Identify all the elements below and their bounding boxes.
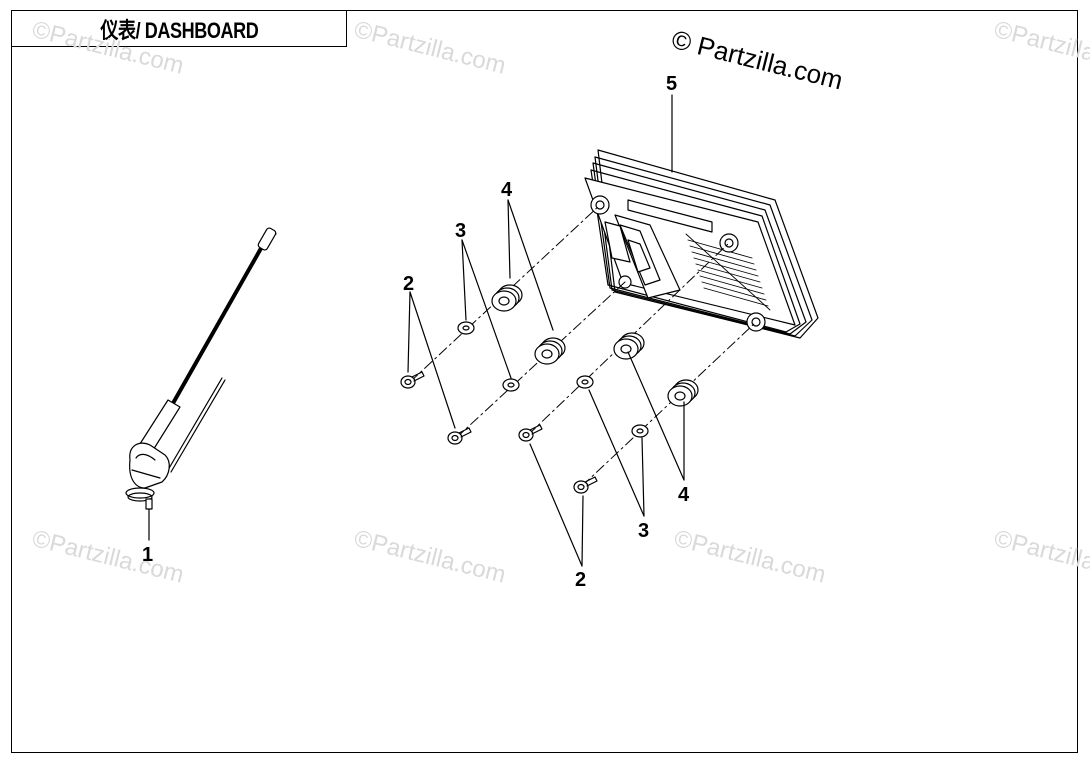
grommet-parts xyxy=(491,284,699,407)
callout-1: 1 xyxy=(142,544,153,566)
callout-4: 4 xyxy=(678,484,690,506)
callout-5: 5 xyxy=(666,73,677,95)
callout-3: 3 xyxy=(455,220,466,242)
washer-parts xyxy=(457,321,649,438)
screw-parts xyxy=(400,371,598,494)
antenna-part xyxy=(125,227,277,541)
leader-lines xyxy=(407,199,685,567)
callout-2: 2 xyxy=(403,273,414,295)
callout-4: 4 xyxy=(501,179,513,201)
callout-2: 2 xyxy=(575,569,586,591)
page-title: 仪表/ DASHBOARD xyxy=(99,17,259,43)
callout-3: 3 xyxy=(638,520,649,542)
dashboard-part xyxy=(584,94,819,339)
title-box: 仪表/ DASHBOARD xyxy=(11,10,347,47)
diagram-frame xyxy=(11,10,1078,753)
